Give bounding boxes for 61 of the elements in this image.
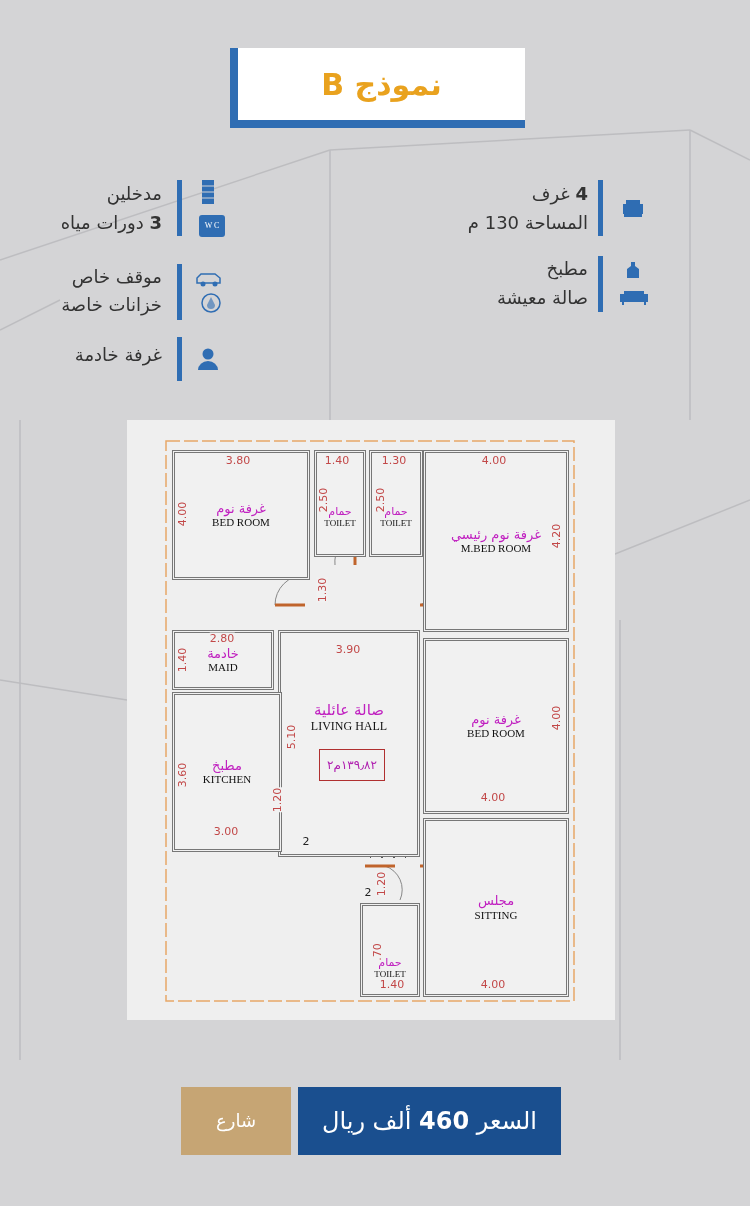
dimension-text: 5.10 (285, 724, 297, 750)
room-label: غرفة نوم رئيسي (450, 526, 542, 543)
title-box: نموذج B (230, 48, 525, 128)
dimension-text: 3.80 (225, 454, 251, 466)
dimension-text: 1.20 (271, 787, 283, 813)
dimension-text: 3.90 (335, 643, 361, 655)
street-tag: شارع (181, 1087, 291, 1155)
dimension-text: 4.00 (550, 705, 562, 731)
dimension-text: 2.50 (374, 487, 386, 513)
room-label: TOILET (374, 969, 406, 980)
room-label: غرفة نوم (471, 711, 521, 728)
dimension-text: .70 (371, 943, 383, 961)
room-outline (423, 450, 569, 632)
dimension-text: 1.40 (379, 978, 405, 990)
room-label: غرفة نوم (216, 500, 266, 517)
room-outline (172, 630, 274, 690)
room-outline (423, 818, 569, 997)
dimension-text: 2.80 (209, 632, 235, 644)
area-box: ١٣٩٫٨٢م٢ (319, 749, 385, 781)
room-label: BED ROOM (212, 516, 270, 530)
dimension-text: 1.30 (381, 454, 407, 466)
dimension-text: 2.50 (317, 487, 329, 513)
dimension-text: 1.40 (176, 647, 188, 673)
room-label: KITCHEN (202, 773, 252, 787)
feature-text: موقف خاص (71, 266, 162, 288)
room-label: LIVING HALL (310, 719, 388, 734)
room-label: حمام (384, 505, 408, 519)
room-outline (172, 450, 310, 580)
room-label: SITTING (474, 908, 518, 922)
dimension-text: 3.60 (176, 762, 188, 788)
room-label: مجلس (477, 893, 515, 909)
room-label: M.BED ROOM (460, 542, 532, 556)
room-label: MAID (208, 661, 238, 675)
dimension-text: 4.20 (550, 523, 562, 549)
dimension-text: 1.30 (316, 577, 328, 603)
room-label: حمام (328, 505, 352, 519)
feature-text: صالة معيشة (496, 287, 588, 309)
room-outline (360, 903, 420, 997)
wc-text: W C (204, 222, 220, 230)
feature-text: المساحة 130 م (467, 212, 588, 234)
dimension-text: 3.00 (213, 825, 239, 837)
room-label: صالة عائلية (314, 701, 384, 719)
room-outline (423, 638, 569, 814)
room-outline (369, 450, 423, 557)
dimension-text: 4.00 (480, 791, 506, 803)
dimension-text: 4.00 (481, 454, 507, 466)
dimension-text: 1.40 (324, 454, 350, 466)
door-number: 2 (302, 835, 310, 847)
room-label: TOILET (380, 518, 412, 529)
feature-text: مطبخ (546, 258, 588, 280)
room-label: مطبخ (212, 757, 242, 774)
dimension-text: 4.00 (176, 501, 188, 527)
room-outline (314, 450, 366, 557)
feature-text: مدخلين (106, 183, 162, 205)
feature-text: غرفة خادمة (74, 344, 162, 366)
room-label: TOILET (324, 518, 356, 529)
room-label: BED ROOM (467, 727, 525, 741)
room-outline (172, 692, 282, 852)
room-label: خادمة (207, 645, 239, 662)
feature-text: خزانات خاصة (61, 294, 162, 316)
dimension-text: 4.00 (480, 978, 506, 990)
